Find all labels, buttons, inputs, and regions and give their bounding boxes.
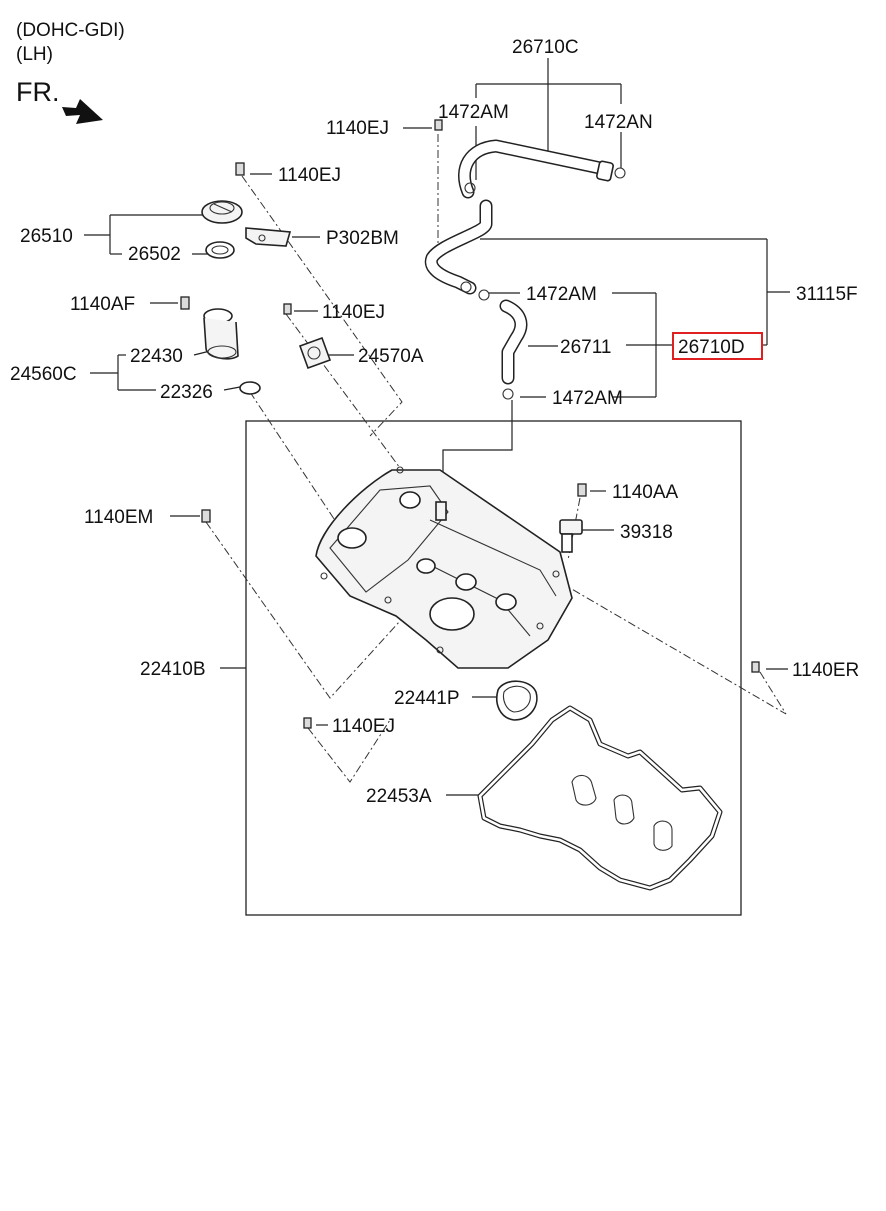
seal-26502 bbox=[205, 241, 235, 259]
callout-1140EJ-low[interactable]: 1140EJ bbox=[332, 716, 395, 737]
engine-label: (DOHC-GDI) bbox=[16, 20, 125, 41]
callout-22430[interactable]: 22430 bbox=[130, 346, 183, 367]
pipe-assembly-31115F bbox=[424, 199, 493, 295]
callout-1472AM-mid[interactable]: 1472AM bbox=[526, 284, 597, 305]
callout-1140EJ-mid[interactable]: 1140EJ bbox=[322, 302, 385, 323]
callout-1472AM-low[interactable]: 1472AM bbox=[552, 388, 623, 409]
hose-26711 bbox=[478, 289, 528, 400]
callout-22453A[interactable]: 22453A bbox=[366, 786, 432, 807]
callout-26502[interactable]: 26502 bbox=[128, 244, 181, 265]
callout-1140EJ-top[interactable]: 1140EJ bbox=[326, 118, 389, 139]
callout-24570A[interactable]: 24570A bbox=[358, 346, 424, 367]
alignment-lines bbox=[205, 134, 787, 783]
callout-1140EM[interactable]: 1140EM bbox=[84, 507, 153, 528]
oil-filler-cap-26510 bbox=[201, 200, 243, 224]
callout-26710C[interactable]: 26710C bbox=[512, 37, 579, 58]
callout-26710D[interactable]: 26710D bbox=[678, 337, 745, 358]
callout-1140AA[interactable]: 1140AA bbox=[612, 482, 679, 503]
leader-lines bbox=[84, 58, 790, 796]
front-arrow-icon bbox=[62, 99, 103, 124]
callout-22410B[interactable]: 22410B bbox=[140, 659, 206, 680]
filler-neck-22430 bbox=[203, 308, 239, 360]
callout-P302BM[interactable]: P302BM bbox=[326, 228, 399, 249]
callout-22441P[interactable]: 22441P bbox=[394, 688, 460, 709]
cylinder-head-cover-22410B bbox=[315, 466, 573, 669]
callout-1472AM-top[interactable]: 1472AM bbox=[438, 102, 509, 123]
front-label: FR. bbox=[16, 77, 60, 107]
callout-1140EJ-cap[interactable]: 1140EJ bbox=[278, 165, 341, 186]
callout-labels: 26710C 1472AM 1472AN 1140EJ 1140EJ 26510… bbox=[10, 37, 859, 807]
cap-24570A bbox=[298, 336, 332, 370]
callout-26510[interactable]: 26510 bbox=[20, 226, 73, 247]
callout-1472AN[interactable]: 1472AN bbox=[584, 112, 653, 133]
sensor-39318 bbox=[559, 519, 583, 553]
callout-1140ER[interactable]: 1140ER bbox=[792, 660, 859, 681]
o-ring-22326 bbox=[239, 381, 261, 395]
callout-1140AF[interactable]: 1140AF bbox=[70, 294, 135, 315]
breather-hose-26710C bbox=[458, 139, 626, 199]
highlight-box-26710D bbox=[672, 332, 763, 360]
callout-24560C[interactable]: 24560C bbox=[10, 364, 77, 385]
callout-22326[interactable]: 22326 bbox=[160, 382, 213, 403]
bracket-P302BM bbox=[245, 227, 292, 247]
callout-26711[interactable]: 26711 bbox=[560, 337, 611, 358]
gasket-22441P bbox=[496, 680, 538, 721]
gasket-22453A bbox=[477, 705, 723, 891]
callout-31115F[interactable]: 31115F bbox=[796, 284, 858, 305]
side-label: (LH) bbox=[16, 44, 53, 65]
callout-39318[interactable]: 39318 bbox=[620, 522, 673, 543]
bolts bbox=[180, 119, 760, 729]
